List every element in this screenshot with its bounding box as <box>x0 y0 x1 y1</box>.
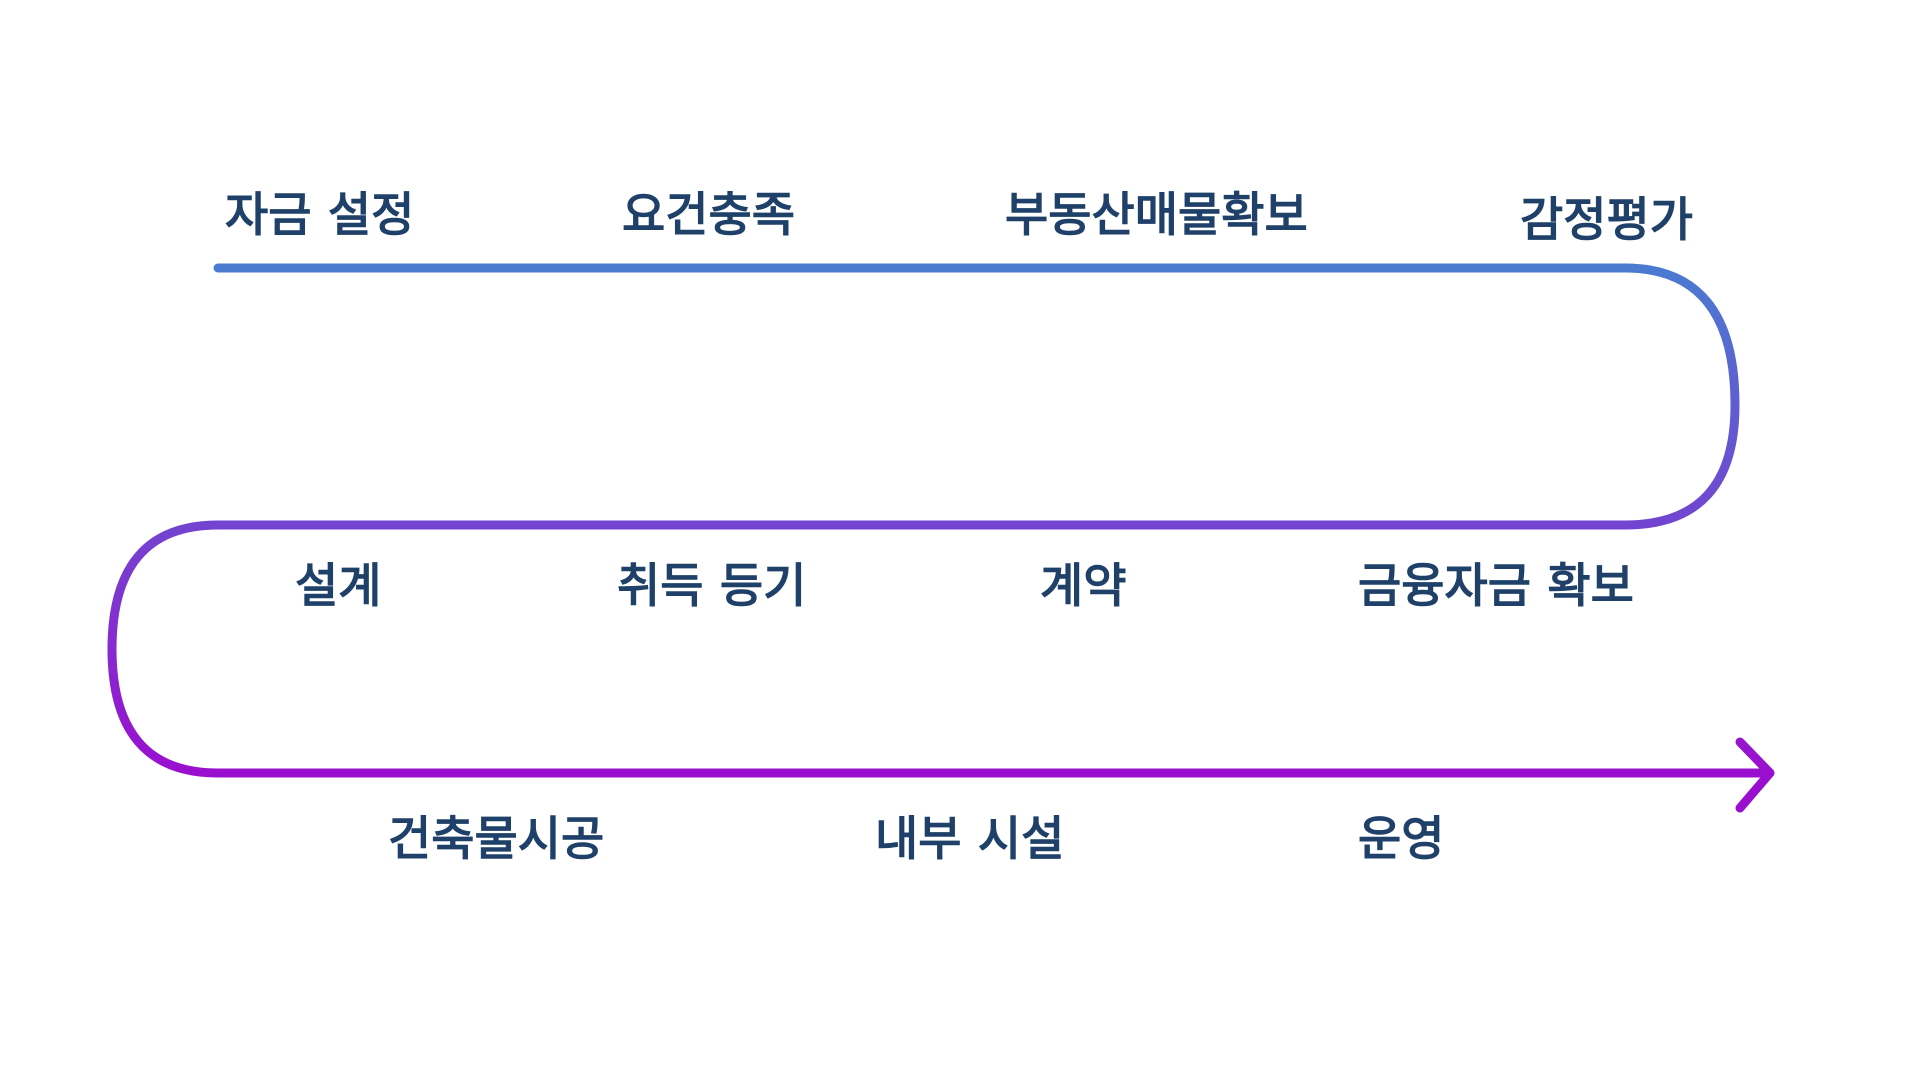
step-label-4: 감정평가 <box>1520 193 1693 248</box>
step-label-8: 금융자금 확보 <box>1358 559 1634 614</box>
step-label-11: 운영 <box>1358 812 1444 867</box>
step-label-2: 요건충족 <box>622 188 795 243</box>
step-label-1: 자금 설정 <box>225 188 414 243</box>
step-label-6: 취득 등기 <box>617 559 806 614</box>
step-labels: 자금 설정 요건충족 부동산매물확보 감정평가 설계 취득 등기 계약 금융자금… <box>225 188 1693 867</box>
step-label-7: 계약 <box>1040 559 1126 614</box>
step-label-5: 설계 <box>295 559 381 614</box>
flow-path <box>107 263 1775 778</box>
step-label-10: 내부 시설 <box>875 812 1064 867</box>
step-label-3: 부동산매물확보 <box>1005 188 1308 243</box>
arrow-head-icon <box>1735 737 1775 813</box>
step-label-9: 건축물시공 <box>388 812 604 867</box>
